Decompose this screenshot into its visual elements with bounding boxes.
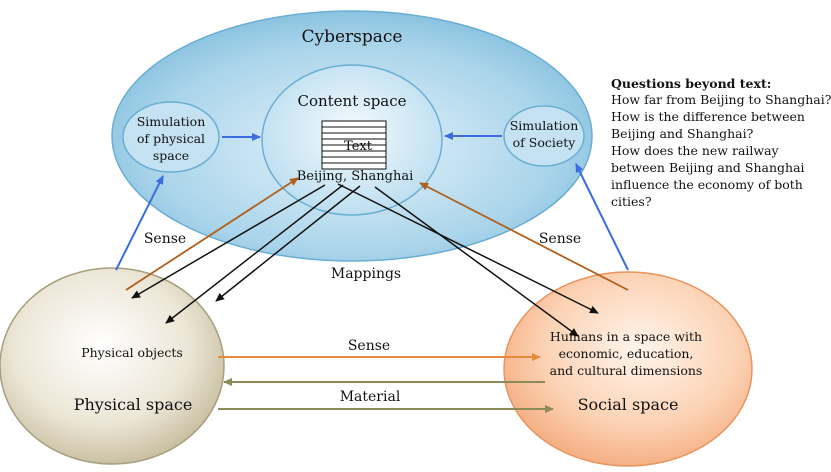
question-line-3: Beijing and Shanghai?: [611, 126, 754, 141]
arrow-map-5: [374, 186, 579, 337]
content-space-title: Content space: [297, 92, 406, 110]
social-desc-line-3: and cultural dimensions: [550, 363, 703, 378]
question-line-2: How is the difference between: [611, 109, 805, 124]
sim-society-line-2: of Society: [513, 135, 577, 150]
social-space-ellipse: [503, 271, 753, 467]
arrow-physical-to-sim-physical: [115, 175, 164, 271]
arrow-social-to-sim-society: [575, 163, 629, 271]
cyberspace-title: Cyberspace: [301, 27, 402, 47]
question-line-6: influence the economy of both: [611, 177, 803, 192]
arrow-map-3: [215, 185, 361, 302]
mappings-label: Mappings: [331, 266, 401, 282]
arrow-map-2: [165, 184, 344, 324]
sense-middle-label: Sense: [348, 338, 390, 354]
question-line-4: How does the new railway: [611, 143, 780, 158]
social-space-title: Social space: [578, 395, 679, 414]
physical-space-ellipse: [0, 267, 225, 465]
question-line-7: cities?: [611, 194, 652, 209]
questions-title: Questions beyond text:: [611, 76, 771, 91]
physical-objects-label: Physical objects: [81, 345, 183, 360]
sim-physical-line-1: Simulation: [137, 114, 206, 129]
arrow-sense-physical-to-content: [125, 177, 299, 291]
text-document-label: Text: [344, 139, 373, 154]
sim-society-ellipse: [503, 105, 585, 167]
social-desc-line-2: economic, education,: [559, 346, 694, 361]
arrow-map-1: [131, 184, 326, 299]
sim-society-line-1: Simulation: [510, 118, 579, 133]
arrow-map-4: [337, 183, 599, 314]
sense-left-label: Sense: [144, 231, 186, 247]
material-label: Material: [340, 389, 401, 405]
sim-physical-line-2: of physical: [137, 131, 205, 146]
entities-label: Beijing, Shanghai: [297, 169, 414, 184]
social-desc-line-1: Humans in a space with: [550, 329, 702, 344]
sim-physical-ellipse: [122, 101, 220, 173]
sense-right-label: Sense: [539, 231, 581, 247]
text-document-icon: [321, 120, 387, 170]
sim-physical-line-3: space: [153, 148, 189, 163]
arrow-sense-social-to-content: [419, 182, 629, 291]
physical-space-title: Physical space: [74, 395, 193, 414]
question-line-5: between Beijing and Shanghai: [611, 160, 805, 175]
question-line-1: How far from Beijing to Shanghai?: [611, 92, 831, 107]
